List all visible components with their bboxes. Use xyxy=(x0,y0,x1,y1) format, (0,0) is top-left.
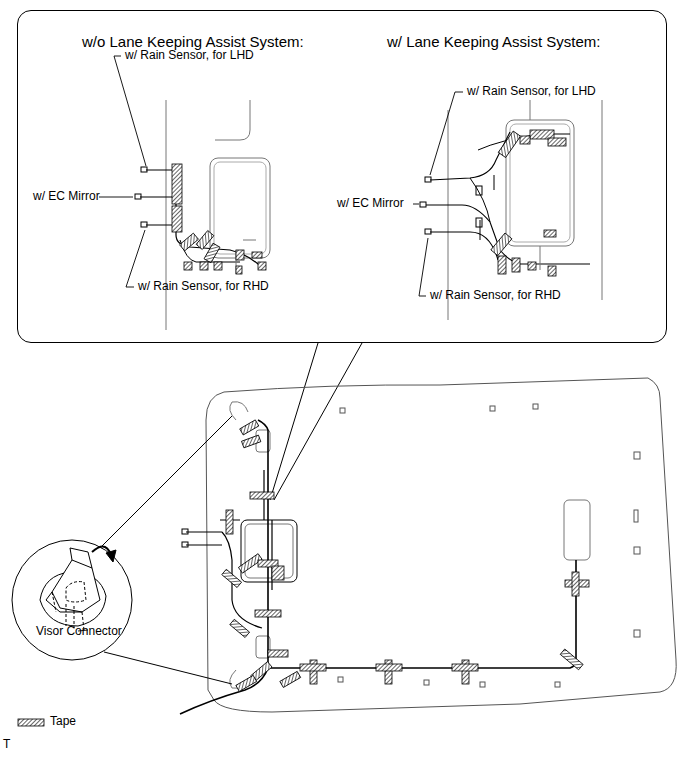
figure-code: T xyxy=(3,738,10,752)
callout-panel: w/o Lane Keeping Assist System: w/ Lane K… xyxy=(17,10,667,343)
part-label: w/ Rain Sensor, for LHD xyxy=(125,49,254,63)
part-label: w/ Rain Sensor, for LHD xyxy=(467,85,596,99)
part-label: w/ Rain Sensor, for RHD xyxy=(430,289,561,303)
part-label: Visor Connector xyxy=(36,625,122,639)
part-label: w/ EC Mirror xyxy=(337,197,404,211)
tape-swatch xyxy=(18,719,44,726)
legend-text: Tape xyxy=(50,715,76,729)
part-label: w/ Rain Sensor, for RHD xyxy=(138,280,269,294)
part-label: w/ EC Mirror xyxy=(33,190,100,204)
panel-heading: w/o Lane Keeping Assist System: xyxy=(82,33,304,50)
panel-heading: w/ Lane Keeping Assist System: xyxy=(387,33,600,50)
